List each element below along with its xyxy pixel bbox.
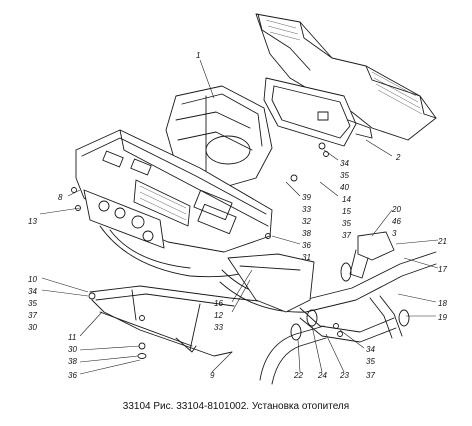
callout-12: 12 xyxy=(214,311,223,320)
callout-37: 37 xyxy=(342,231,351,240)
callouts: 1 2 34 35 40 8 13 39 33 32 38 36 31 14 1… xyxy=(28,51,447,380)
callout-30: 30 xyxy=(28,323,37,332)
callout-37c: 37 xyxy=(366,371,375,380)
callout-8: 8 xyxy=(58,193,63,202)
mounting-frame xyxy=(89,285,269,359)
callout-32: 32 xyxy=(302,217,311,226)
callout-20: 20 xyxy=(391,205,401,214)
callout-19: 19 xyxy=(438,313,447,322)
callout-22: 22 xyxy=(293,371,303,380)
callout-36: 36 xyxy=(302,241,311,250)
figure-caption: 33104 Рис. 33104-8101002. Установка отоп… xyxy=(122,401,350,412)
callout-21: 21 xyxy=(437,237,447,246)
fasteners xyxy=(71,142,343,337)
callout-10: 10 xyxy=(28,275,37,284)
callout-35c: 35 xyxy=(28,299,37,308)
callout-38b: 38 xyxy=(68,357,77,366)
callout-37b: 37 xyxy=(28,311,37,320)
callout-11: 11 xyxy=(68,333,76,342)
callout-2: 2 xyxy=(395,153,401,162)
callout-1: 1 xyxy=(196,51,200,60)
callout-13: 13 xyxy=(28,217,37,226)
callout-35b: 35 xyxy=(342,219,351,228)
callout-39: 39 xyxy=(302,193,311,202)
air-duct xyxy=(255,13,437,147)
callout-33: 33 xyxy=(302,205,311,214)
callout-16: 16 xyxy=(214,299,223,308)
callout-18: 18 xyxy=(438,299,447,308)
callout-31: 31 xyxy=(302,253,311,262)
callout-34: 34 xyxy=(340,159,349,168)
callout-33b: 33 xyxy=(214,323,223,332)
callout-30b: 30 xyxy=(68,345,77,354)
callout-9: 9 xyxy=(210,371,215,380)
coolant-pipes xyxy=(219,231,437,385)
callout-24: 24 xyxy=(317,371,327,380)
callout-35: 35 xyxy=(340,171,349,180)
callout-35d: 35 xyxy=(366,357,375,366)
heater-core-block xyxy=(75,129,273,278)
callout-36b: 36 xyxy=(68,371,77,380)
callout-34c: 34 xyxy=(366,345,375,354)
callout-17: 17 xyxy=(438,265,447,274)
leader-lines xyxy=(39,59,439,375)
callout-46: 46 xyxy=(392,217,401,226)
callout-40: 40 xyxy=(340,183,349,192)
callout-3: 3 xyxy=(392,229,397,238)
callout-14: 14 xyxy=(342,195,351,204)
callout-23: 23 xyxy=(339,371,349,380)
callout-38: 38 xyxy=(302,229,311,238)
callout-34b: 34 xyxy=(28,287,37,296)
callout-15: 15 xyxy=(342,207,351,216)
